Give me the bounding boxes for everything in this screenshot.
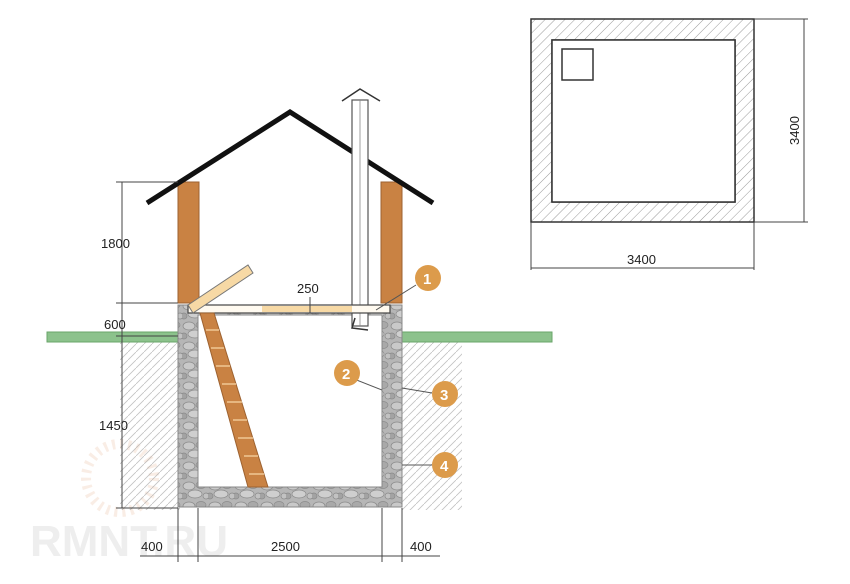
callout-3-label: 3 [440, 387, 448, 404]
chimney-pipe-icon [341, 88, 381, 331]
soil-right [402, 340, 462, 510]
callout-3: 3 [432, 381, 458, 407]
callout-leaders [353, 284, 433, 466]
callout-2: 2 [334, 360, 360, 386]
watermark-text: RMNT.RU [30, 517, 228, 566]
ground [46, 331, 553, 510]
dim-floor-gap: 250 [297, 281, 319, 296]
dim-inner-width: 2500 [271, 539, 300, 554]
plan-hatch-square [561, 48, 594, 81]
ladder-icon [199, 312, 269, 488]
plan-view [530, 18, 755, 223]
grass-right [401, 331, 553, 343]
dim-wall-left: 400 [141, 539, 163, 554]
hatch-door-icon [187, 264, 254, 314]
dim-wall-right: 400 [410, 539, 432, 554]
callout-2-label: 2 [342, 366, 350, 383]
roof-icon [145, 109, 435, 206]
plan-dim-depth: 3400 [787, 116, 802, 145]
callout-4-label: 4 [440, 458, 449, 475]
plan-dim-width: 3400 [627, 252, 656, 267]
dimension-line-horizontal-bottom [140, 508, 440, 562]
dimension-line-vertical-left [116, 181, 178, 509]
brick-wall-left [177, 181, 200, 304]
grass-left [46, 331, 179, 343]
plan-dimension-lines [530, 18, 808, 270]
soil-left [120, 340, 180, 510]
dim-walls-height: 1800 [101, 236, 130, 251]
callout-1-label: 1 [423, 271, 431, 288]
callout-1: 1 [415, 265, 441, 291]
callout-4: 4 [432, 452, 458, 478]
brick-wall-right [380, 181, 403, 304]
dim-pit-depth: 1450 [99, 418, 128, 433]
dim-plinth-height: 600 [104, 317, 126, 332]
slab-insulation [262, 306, 352, 312]
